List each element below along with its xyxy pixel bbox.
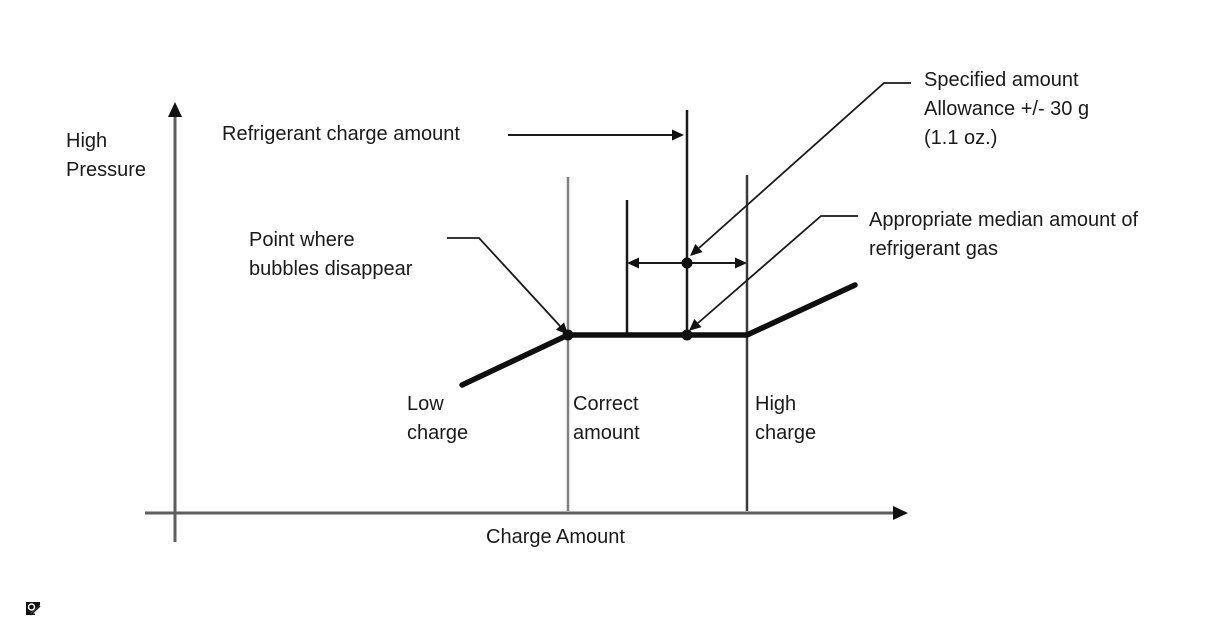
low-charge-label: Low charge [407,393,469,444]
specified-amount-point [681,257,693,269]
y-axis-label: High Pressure [66,130,147,181]
bubbles-disappear-point [562,329,574,341]
correct-amount-label: Correct amount [573,393,640,444]
specified-amount-leader [690,82,911,256]
median-amount-label: Appropriate median amount of refrigerant… [869,209,1139,260]
pressure-curve [459,282,858,388]
specified-amount-label: Specified amount Allowance +/- 30 g (1.1… [924,69,1090,149]
high-charge-label: High charge [755,393,817,444]
image-icon [26,602,41,616]
x-axis-label: Charge Amount [486,526,625,548]
bubbles-disappear-label: Point where bubbles disappear [249,229,413,280]
bubbles-point-leader [447,237,569,335]
median-amount-point [681,329,693,341]
median-amount-leader [688,215,858,331]
refrigerant-charge-label: Refrigerant charge amount [222,123,460,145]
